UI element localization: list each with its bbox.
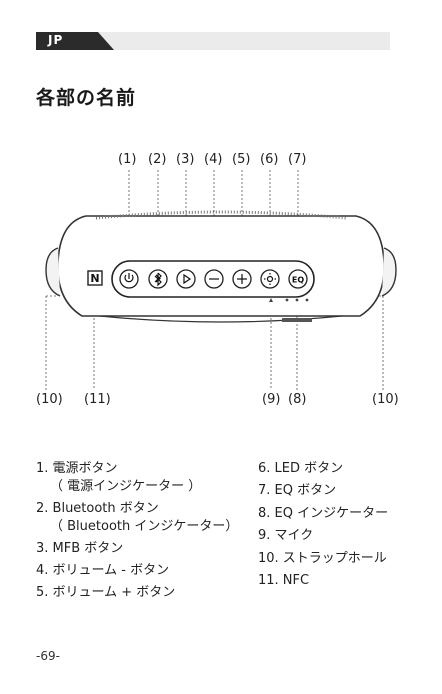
speaker-illustration: N EQ [0,140,442,420]
part-10: 10. ストラップホール [258,552,387,565]
part-11: 11. NFC [258,574,309,587]
eq-indicator-2 [296,299,299,302]
language-tab-label: JP [48,33,63,47]
page-number: -69- [36,649,60,663]
callout-9: (9) [262,392,280,407]
part-1-note: （ 電源インジケーター ） [50,480,201,493]
part-6: 6. LED ボタン [258,462,343,475]
nfc-icon: N [90,272,99,285]
callout-8: (8) [288,392,306,407]
language-bar: JP [36,32,390,50]
play-button [177,270,195,288]
led-button [261,270,279,288]
part-5: 5. ボリューム + ボタン [36,586,175,599]
part-4: 4. ボリューム - ボタン [36,564,169,577]
callout-11: (11) [84,392,111,407]
eq-indicator-3 [306,299,309,302]
speaker-diagram: (1) (2) (3) (4) (5) (6) (7) [0,140,442,420]
part-7: 7. EQ ボタン [258,484,336,497]
language-tab: JP [36,32,114,50]
part-3: 3. MFB ボタン [36,542,123,555]
part-2-note: （ Bluetooth インジケーター） [50,520,238,533]
part-9: 9. マイク [258,529,313,542]
part-1: 1. 電源ボタン [36,462,118,475]
callout-10-right: (10) [372,392,399,407]
eq-icon: EQ [292,276,304,285]
section-title: 各部の名前 [36,83,136,110]
callout-10-left: (10) [36,392,63,407]
eq-indicator-1 [286,299,289,302]
part-8: 8. EQ インジケーター [258,507,388,520]
part-2: 2. Bluetooth ボタン [36,502,159,515]
